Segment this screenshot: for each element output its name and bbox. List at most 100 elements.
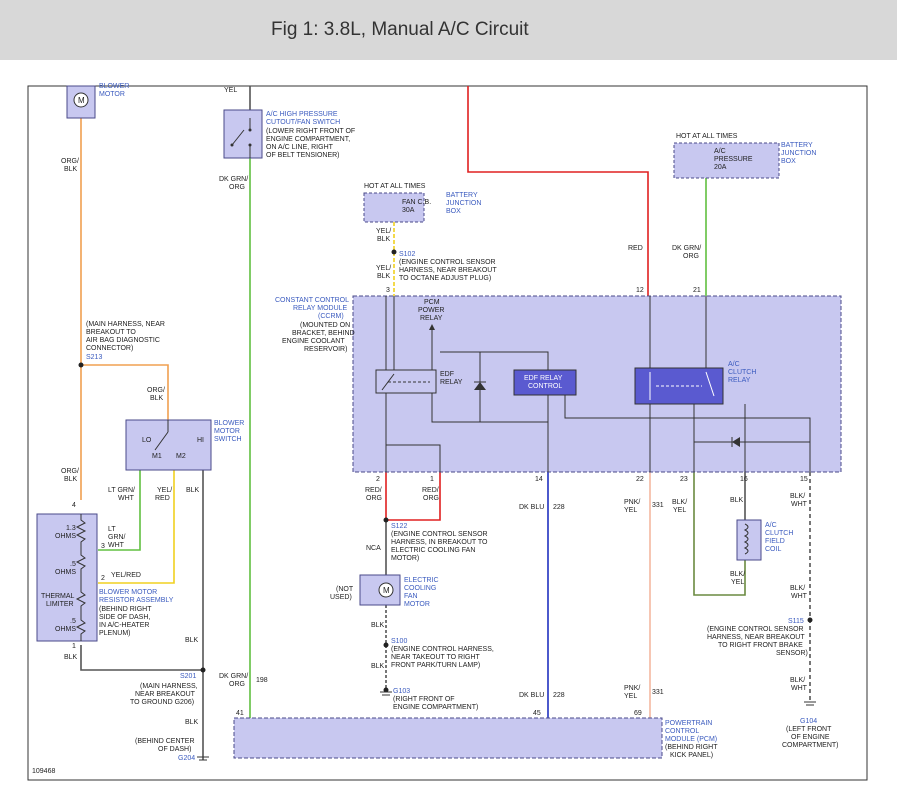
ac-pressure-fuse — [673, 142, 780, 179]
bjb1-label-2: JUNCTION — [446, 200, 481, 207]
wire-label-yelred-a: YEL/ — [157, 487, 172, 494]
figure-header: Fig 1: 3.8L, Manual A/C Circuit — [0, 0, 897, 60]
wire-label-blkwht-2a: BLK/ — [790, 585, 805, 592]
wire-label-pnkyel-2b: YEL — [624, 693, 637, 700]
g103-note-2: ENGINE COMPARTMENT) — [393, 704, 478, 711]
s201-note-2: NEAR BREAKOUT — [135, 691, 196, 698]
wire-label-yelblk-2b: BLK — [377, 273, 391, 280]
circuit-331-2: 331 — [652, 689, 664, 696]
s102-note-1: (ENGINE CONTROL SENSOR — [399, 259, 496, 266]
thermal-limiter-1: THERMAL — [41, 593, 75, 600]
s115-label: S115 — [788, 618, 804, 625]
hp-cutout-switch — [223, 109, 263, 159]
wire-red-org — [385, 472, 441, 521]
pressure-fuse-label-3: 20A — [714, 164, 727, 171]
clutch-relay-diode — [732, 437, 740, 447]
pin-22: 22 — [636, 476, 644, 483]
wire-label-blkwht-3b: WHT — [791, 685, 808, 692]
wire-label-dkgrn-2a: DK GRN/ — [219, 673, 248, 680]
nca-label: NCA — [366, 545, 381, 552]
g103-note-1: (RIGHT FRONT OF — [393, 696, 455, 703]
bjb2-label-1: BATTERY — [781, 142, 813, 149]
g104-label: G104 — [800, 718, 817, 725]
diagram-id: 109468 — [32, 768, 55, 775]
circuit-228-1: 228 — [553, 504, 565, 511]
wire-label-org-blk-1b: BLK — [64, 166, 78, 173]
wire-label-ltgrn3-c: WHT — [108, 542, 125, 549]
pin-3-resistor: 3 — [101, 543, 105, 550]
diagram-frame — [27, 85, 868, 781]
resistor-val-3: .5 — [70, 618, 76, 625]
s100-note-1: (ENGINE CONTROL HARNESS, — [391, 646, 494, 653]
resistor-loc-1: (BEHIND RIGHT — [99, 606, 152, 613]
not-used-1: (NOT — [336, 586, 354, 593]
wire-label-ltgrn-a: LT GRN/ — [108, 487, 135, 494]
pcm-loc-2: KICK PANEL) — [670, 752, 713, 759]
pin-1-resistor: 1 — [72, 643, 76, 650]
resistor-assy-label-1: BLOWER MOTOR — [99, 589, 157, 596]
wire-label-blkwht-2b: WHT — [791, 593, 808, 600]
g204-note-2: OF DASH) — [158, 746, 191, 753]
s100-label: S100 — [391, 638, 407, 645]
s201-label: S201 — [180, 673, 196, 680]
clutch-coil-label-3: FIELD — [765, 538, 785, 545]
clutch-coil-label-1: A/C — [765, 522, 777, 529]
wire-label-pnkyel-2a: PNK/ — [624, 685, 640, 692]
pcm-label-1: POWERTRAIN — [665, 720, 712, 727]
blower-resistor-assembly — [36, 513, 98, 642]
figure-title: Fig 1: 3.8L, Manual A/C Circuit — [271, 19, 529, 40]
blower-switch-label-2: MOTOR — [214, 428, 240, 435]
resistor-loc-2: SIDE OF DASH, — [99, 614, 150, 621]
clutch-relay-label-2: CLUTCH — [728, 369, 756, 376]
bjb1-label-3: BOX — [446, 208, 461, 215]
wire-label-org-blk-3b: BLK — [64, 476, 78, 483]
pressure-hot: HOT AT ALL TIMES — [676, 133, 738, 140]
wire-label-redorg-2b: ORG — [423, 495, 439, 502]
ccrm-label-2: RELAY MODULE — [293, 305, 348, 312]
wire-blk-resistor — [80, 645, 203, 671]
wire-label-ltgrn-b: WHT — [118, 495, 135, 502]
pin-21: 21 — [693, 287, 701, 294]
svg-text:M: M — [78, 96, 85, 105]
pcm-module — [233, 717, 663, 759]
pin-1: 1 — [430, 476, 434, 483]
wire-blk-yel — [693, 472, 746, 596]
ccrm-label-1: CONSTANT CONTROL — [275, 297, 349, 304]
hp-switch-loc-2: ENGINE COMPARTMENT, — [266, 136, 350, 143]
pcm-power-relay-1: PCM — [424, 299, 440, 306]
blower-motor-label-1: BLOWER — [99, 83, 129, 90]
thermal-limiter-2: LIMITER — [46, 601, 74, 608]
s201-note-1: (MAIN HARNESS, — [140, 683, 198, 690]
clutch-relay-label-3: RELAY — [728, 377, 751, 384]
pcm-power-relay-3: RELAY — [420, 315, 443, 322]
s100-note-2: NEAR TAKEOUT TO RIGHT — [391, 654, 481, 661]
pin-4-resistor: 4 — [72, 502, 76, 509]
wire-label-yelblk-1a: YEL/ — [376, 228, 391, 235]
ccrm-label-3: (CCRM) — [318, 313, 344, 320]
wire-label-dkgrn-2b: ORG — [229, 681, 245, 688]
s213-note-3: AIR BAG DIAGNOSTIC — [86, 337, 160, 344]
s102-note-2: HARNESS, NEAR BREAKOUT — [399, 267, 497, 274]
wire-label-dkblu-1: DK BLU — [519, 504, 544, 511]
ccrm-loc-1: (MOUNTED ON — [300, 322, 350, 329]
wire-label-ltgrn3-a: LT — [108, 526, 116, 533]
wire-label-blk-clutch: BLK — [730, 497, 744, 504]
s201-note-3: TO GROUND G206) — [130, 699, 194, 706]
pin-3: 3 — [386, 287, 390, 294]
resistor-unit-3: OHMS — [55, 626, 76, 633]
edf-relay-control — [513, 369, 577, 396]
s213-note-4: CONNECTOR) — [86, 345, 133, 352]
circuit-228-2: 228 — [553, 692, 565, 699]
bjb2-label-2: JUNCTION — [781, 150, 816, 157]
pcm-label-2: CONTROL — [665, 728, 699, 735]
wire-label-dkgrn-3b: ORG — [683, 253, 699, 260]
fan-cb-label-2: 30A — [402, 207, 415, 214]
edf-control-label-2: CONTROL — [528, 383, 562, 390]
s122-note-3: ELECTRIC COOLING FAN — [391, 547, 475, 554]
pcm-power-relay-2: POWER — [418, 307, 444, 314]
circuit-331-1: 331 — [652, 502, 664, 509]
s102-label: S102 — [399, 251, 415, 258]
resistor-unit-1: OHMS — [55, 533, 76, 540]
switch-pos-m2: M2 — [176, 453, 186, 460]
